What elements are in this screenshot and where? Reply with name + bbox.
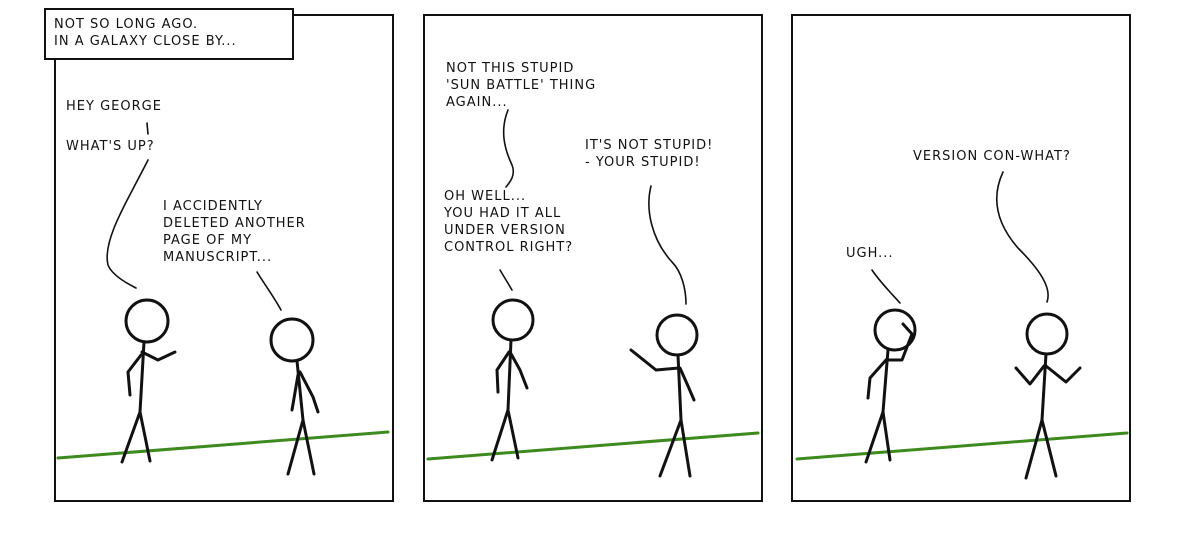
panel-1-left-line-2: WHAT'S UP?: [66, 139, 155, 154]
panel-2-bottom-line-1: OH WELL...: [444, 189, 527, 204]
panel-2-bottom-line-2: YOU HAD IT ALL: [444, 206, 562, 221]
panel-2-top-line-3: AGAIN...: [446, 95, 508, 110]
panel-1-right-line-4: MANUSCRIPT...: [163, 250, 273, 265]
caption-line-2: IN A GALAXY CLOSE BY...: [54, 34, 237, 49]
panel-1-left-line-1: HEY GEORGE: [66, 99, 162, 114]
panel-2-bottom-line-3: UNDER VERSION: [444, 223, 566, 238]
panel-2-right-line-2: - YOUR STUPID!: [585, 155, 701, 170]
panel-3-left-line: UGH...: [846, 246, 894, 261]
panel-2-top-line-1: NOT THIS STUPID: [446, 61, 575, 76]
panel-3-right-line: VERSION CON-WHAT?: [913, 149, 1071, 164]
panel-2-top-line-2: 'SUN BATTLE' THING: [446, 78, 597, 93]
panel-1-right-line-2: DELETED ANOTHER: [163, 216, 306, 231]
narration-caption: NOT SO LONG AGO. IN A GALAXY CLOSE BY...: [44, 8, 294, 60]
panel-2-right-line-1: IT'S NOT STUPID!: [585, 138, 714, 153]
panel-2-bottom-line-4: CONTROL RIGHT?: [444, 240, 574, 255]
panel-3: [791, 14, 1131, 502]
caption-line-1: NOT SO LONG AGO.: [54, 17, 199, 32]
panel-2: [423, 14, 763, 502]
panel-1-right-line-3: PAGE OF MY: [163, 233, 253, 248]
panel-1-right-line-1: I ACCIDENTLY: [163, 199, 263, 214]
